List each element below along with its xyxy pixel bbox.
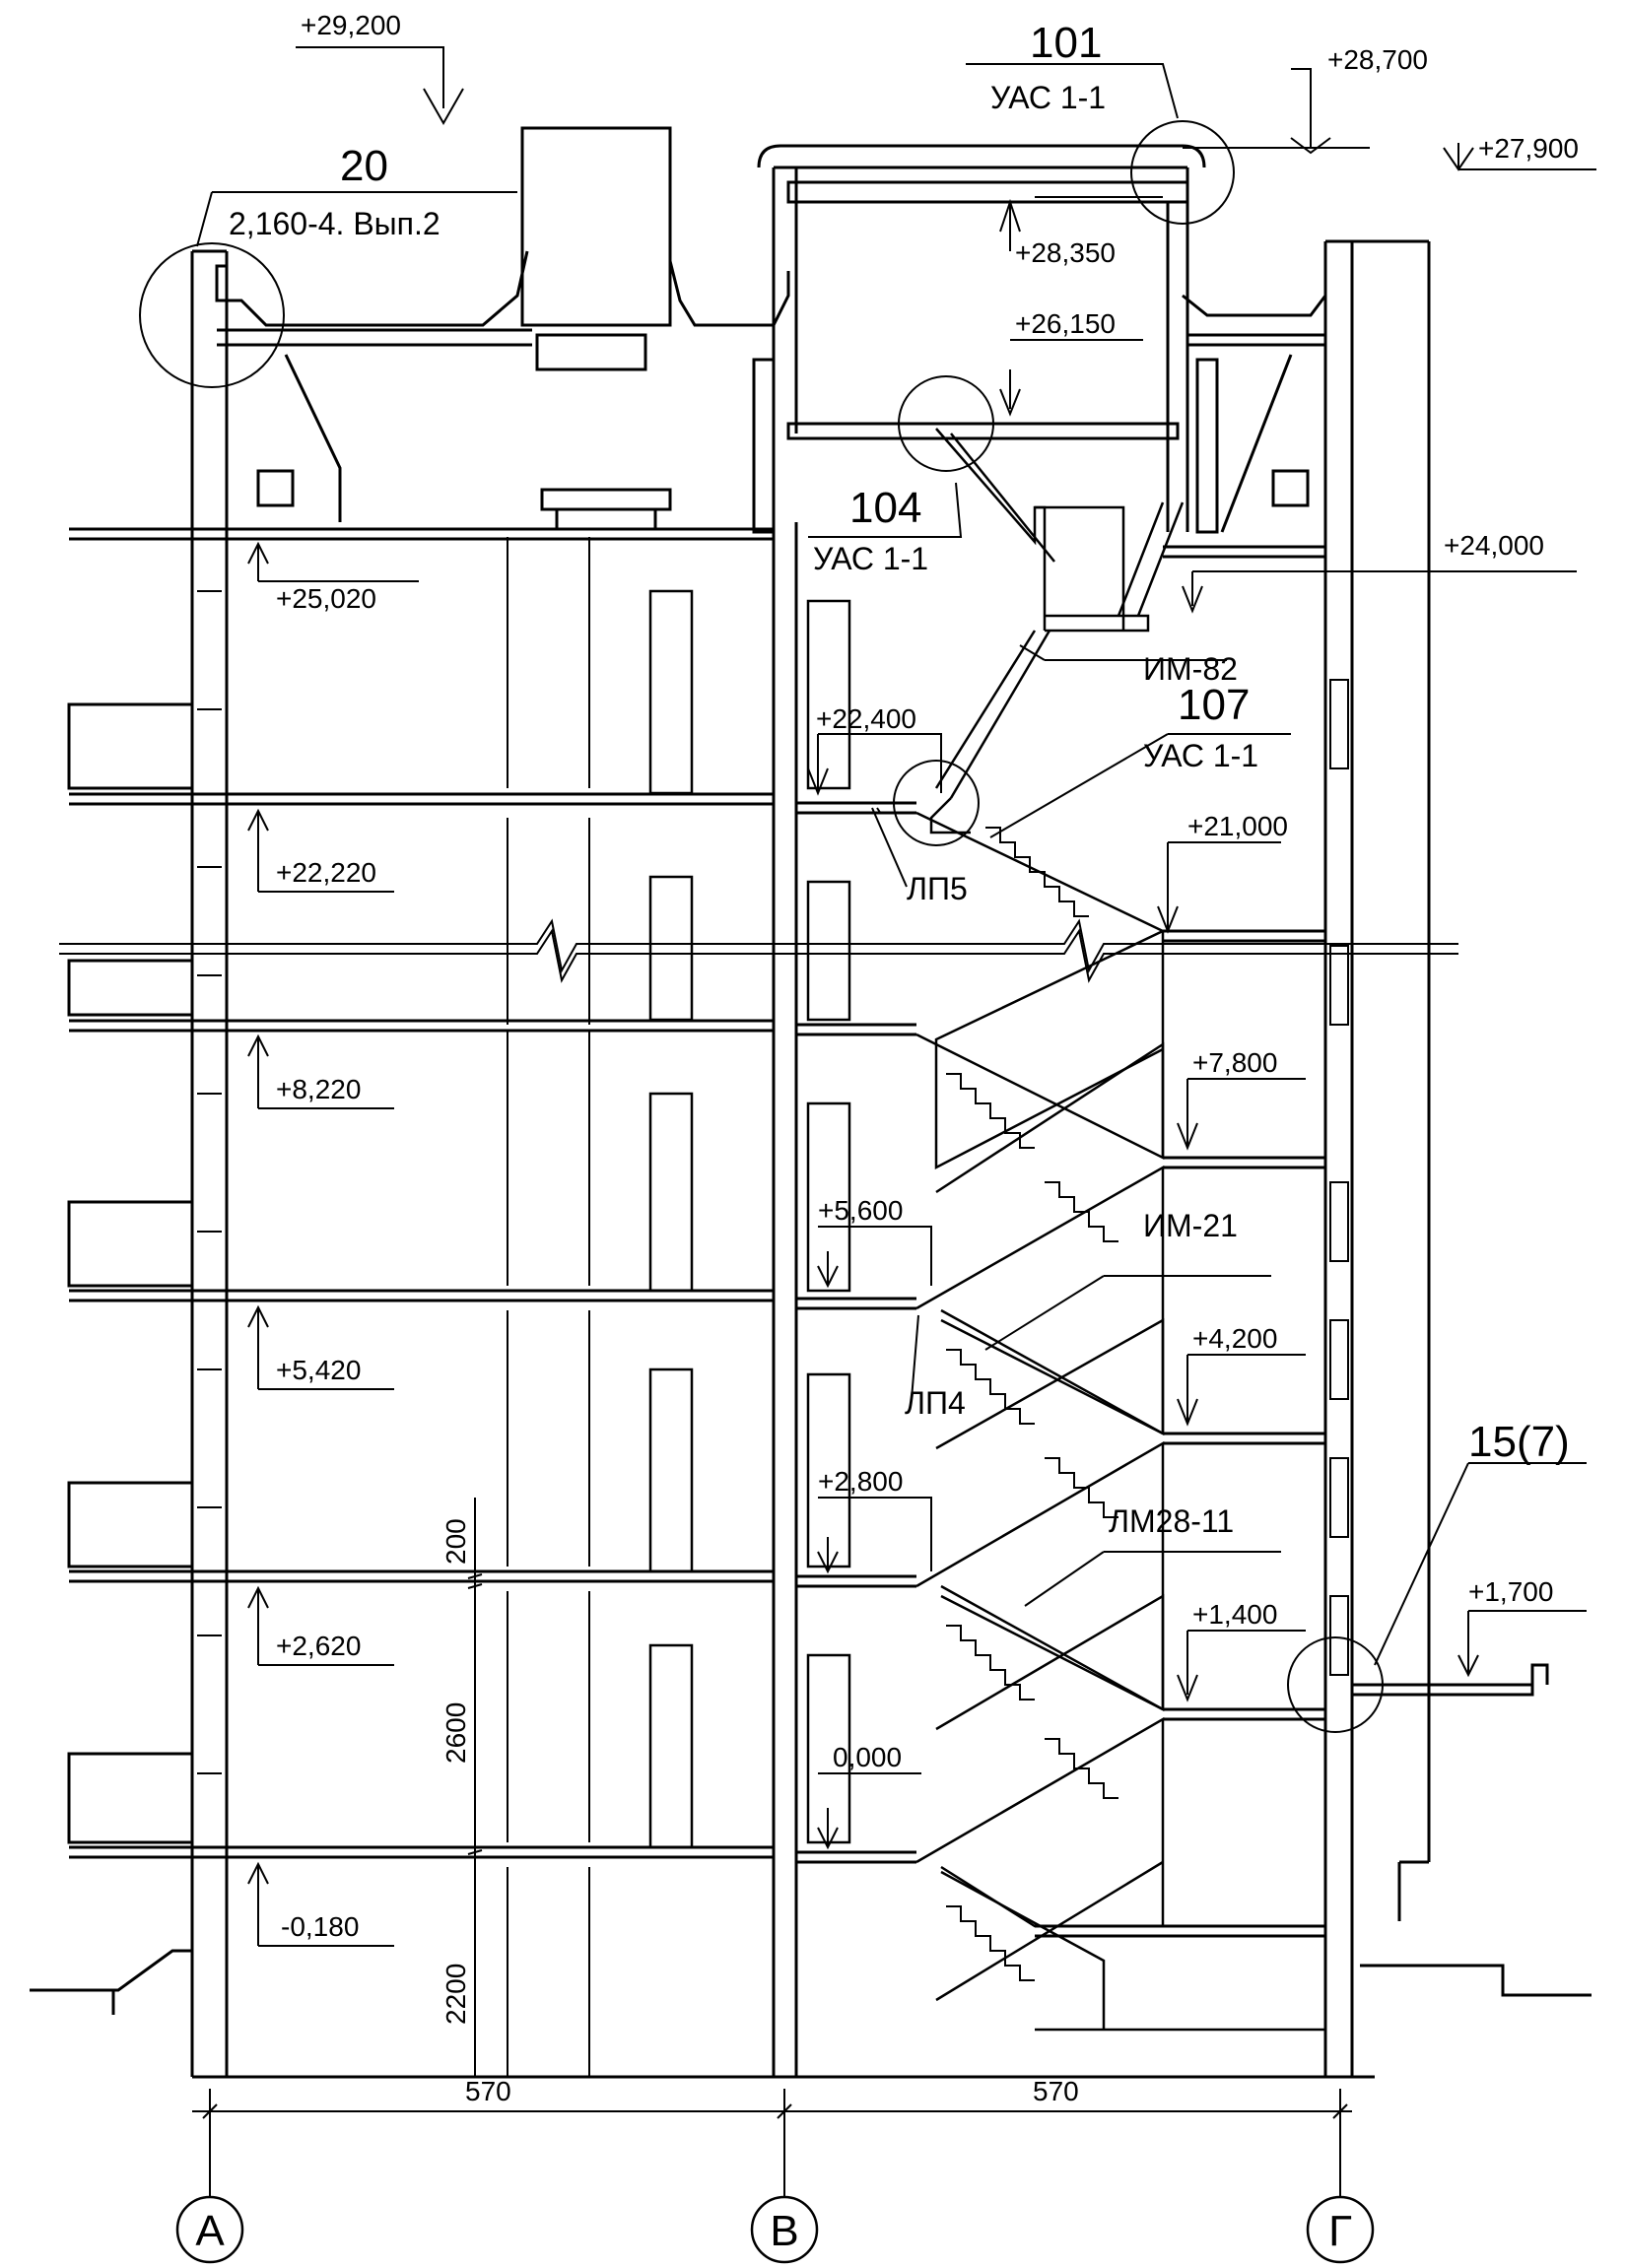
window-openings-axis-g xyxy=(1329,679,1349,1676)
dim-span-bg: 570 xyxy=(1033,2076,1079,2106)
axis-label-b: В xyxy=(770,2207,798,2255)
leader-lines xyxy=(196,46,1596,1947)
callout-101-number: 101 xyxy=(1030,19,1102,67)
mark-lp5: ЛП5 xyxy=(907,871,968,906)
callout-20-reference: 2,160-4. Вып.2 xyxy=(229,206,440,241)
callout-104-number: 104 xyxy=(849,484,921,532)
elev-27900: +27,900 xyxy=(1478,133,1579,164)
landing-slabs xyxy=(796,545,1325,1938)
balconies-left xyxy=(67,702,194,1844)
elev-7800: +7,800 xyxy=(1192,1047,1277,1078)
elev-0000: 0,000 xyxy=(833,1742,902,1772)
callout-107-reference: УАС 1-1 xyxy=(1143,738,1258,773)
mark-im82: ИМ-82 xyxy=(1143,651,1238,687)
elev-29200: +29,200 xyxy=(301,10,401,40)
elev-2800: +2,800 xyxy=(818,1466,903,1497)
stair-steps xyxy=(946,827,1118,1981)
roof-left xyxy=(215,126,790,529)
stair-flights xyxy=(915,811,1325,2032)
elev-5420: +5,420 xyxy=(276,1355,361,1385)
dimension-lines xyxy=(192,1498,1352,2197)
axis-markers xyxy=(175,2195,1375,2264)
ground-line xyxy=(30,1949,1592,2015)
axis-labels: А В Г xyxy=(195,2207,1352,2255)
callout-20-number: 20 xyxy=(340,142,388,190)
elev-1400: +1,400 xyxy=(1192,1599,1277,1630)
callout-15-number: 15(7) xyxy=(1468,1418,1570,1466)
wall-axis-b xyxy=(772,167,798,2077)
detail-circles xyxy=(139,120,1384,1733)
elev-22220: +22,220 xyxy=(276,857,376,888)
elev-24000: +24,000 xyxy=(1444,530,1544,561)
elev-21000: +21,000 xyxy=(1187,811,1288,841)
break-line xyxy=(59,918,1458,983)
elevation-labels: +29,200 +28,700 +27,900 +28,350 +26,150 … xyxy=(276,10,1579,1942)
dim-span-ab: 570 xyxy=(465,2076,511,2106)
callout-101-reference: УАС 1-1 xyxy=(990,80,1106,115)
mark-im21: ИМ-21 xyxy=(1143,1208,1238,1243)
elev-28350: +28,350 xyxy=(1015,237,1116,268)
mark-lp4: ЛП4 xyxy=(905,1385,966,1421)
elev-1700: +1,700 xyxy=(1468,1576,1553,1607)
mark-lm28: ЛМ28-11 xyxy=(1109,1503,1234,1539)
dim-2200: 2200 xyxy=(440,1964,471,2025)
elev-8220: +8,220 xyxy=(276,1074,361,1104)
axis-label-g: Г xyxy=(1328,2207,1352,2255)
elev-22400: +22,400 xyxy=(816,703,916,734)
machine-room xyxy=(752,144,1327,534)
dim-200: 200 xyxy=(440,1518,471,1565)
dim-2600: 2600 xyxy=(440,1702,471,1764)
dimension-labels: 200 2600 2200 570 570 xyxy=(440,1518,1079,2106)
element-marks: ИМ-82 ЛП5 ИМ-21 ЛП4 ЛМ28-11 xyxy=(905,651,1238,1539)
axis-label-a: А xyxy=(195,2207,225,2255)
elev-4200: +4,200 xyxy=(1192,1323,1277,1354)
floor-slabs xyxy=(69,527,774,1859)
detail-callouts: 20 2,160-4. Вып.2 101 УАС 1-1 104 УАС 1-… xyxy=(229,19,1570,1466)
elev-m180: -0,180 xyxy=(281,1911,359,1942)
wall-axis-g xyxy=(1323,239,1431,2077)
callout-104-reference: УАС 1-1 xyxy=(813,541,928,576)
callout-107-number: 107 xyxy=(1178,681,1250,729)
window-openings-axis-a xyxy=(197,590,222,1774)
interior-partitions xyxy=(507,537,590,2077)
elev-25020: +25,020 xyxy=(276,583,376,614)
stair-to-roof xyxy=(929,428,1185,834)
doors xyxy=(648,589,851,1849)
elev-2620: +2,620 xyxy=(276,1631,361,1661)
elev-5600: +5,600 xyxy=(818,1195,903,1226)
elev-26150: +26,150 xyxy=(1015,308,1116,339)
elev-28700: +28,700 xyxy=(1327,44,1428,75)
